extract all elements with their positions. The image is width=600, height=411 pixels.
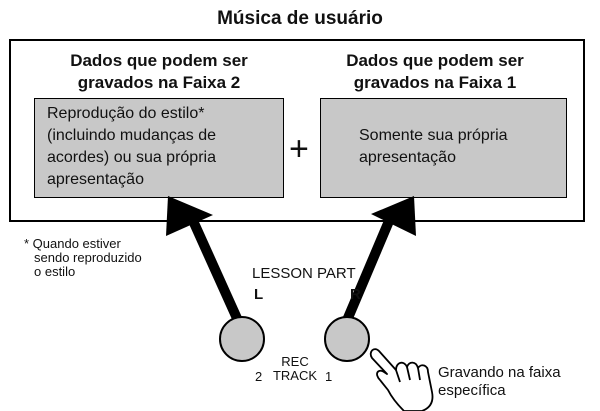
- track1-box-line2: apresentação: [359, 149, 456, 166]
- footnote-line1: * Quando estiver: [24, 236, 121, 251]
- track1-content-box: Somente sua própria apresentação: [320, 98, 567, 198]
- rec-track-line1: REC: [281, 354, 309, 369]
- arrow-to-track1-icon: [340, 196, 416, 327]
- plus-sign: +: [289, 130, 309, 168]
- lesson-right-button[interactable]: [324, 316, 370, 362]
- caption-line1: Gravando na faixa: [438, 364, 561, 381]
- track2-heading-line2: gravados na Faixa 2: [77, 73, 241, 92]
- lesson-left-button[interactable]: [219, 316, 265, 362]
- track1-box-line1: Somente sua própria: [359, 127, 508, 144]
- track1-heading-line2: gravados na Faixa 1: [353, 73, 517, 92]
- track1-heading: Dados que podem ser gravados na Faixa 1: [320, 50, 550, 94]
- left-button-letter: L: [254, 286, 264, 303]
- track2-box-line1: Reprodução do estilo*: [47, 105, 205, 122]
- track2-box-line3: acordes) ou sua própria: [47, 149, 216, 166]
- pointing-hand-icon: [369, 348, 434, 411]
- rec-track-label: REC TRACK: [270, 355, 320, 383]
- rec-track-line2: TRACK: [272, 368, 318, 383]
- track2-heading: Dados que podem ser gravados na Faixa 2: [44, 50, 274, 94]
- track2-heading-line1: Dados que podem ser: [70, 51, 248, 70]
- track-number-2: 2: [255, 369, 263, 384]
- track2-box-line4: apresentação: [47, 171, 144, 188]
- style-footnote: * Quando estiver sendo reproduzido o est…: [24, 237, 142, 279]
- lesson-part-label: LESSON PART: [252, 265, 356, 282]
- right-button-letter: R: [350, 286, 361, 303]
- arrow-to-track2-icon: [166, 196, 245, 328]
- track-number-1: 1: [325, 369, 333, 384]
- diagram-title: Música de usuário: [217, 8, 383, 29]
- recording-caption: Gravando na faixa específica: [438, 364, 561, 400]
- track2-content-box: Reprodução do estilo* (incluindo mudança…: [34, 98, 284, 198]
- footnote-line2: sendo reproduzido: [34, 250, 142, 265]
- track1-heading-line1: Dados que podem ser: [346, 51, 524, 70]
- caption-line2: específica: [438, 382, 506, 399]
- footnote-line3: o estilo: [34, 264, 76, 279]
- track2-box-line2: (incluindo mudanças de: [47, 127, 216, 144]
